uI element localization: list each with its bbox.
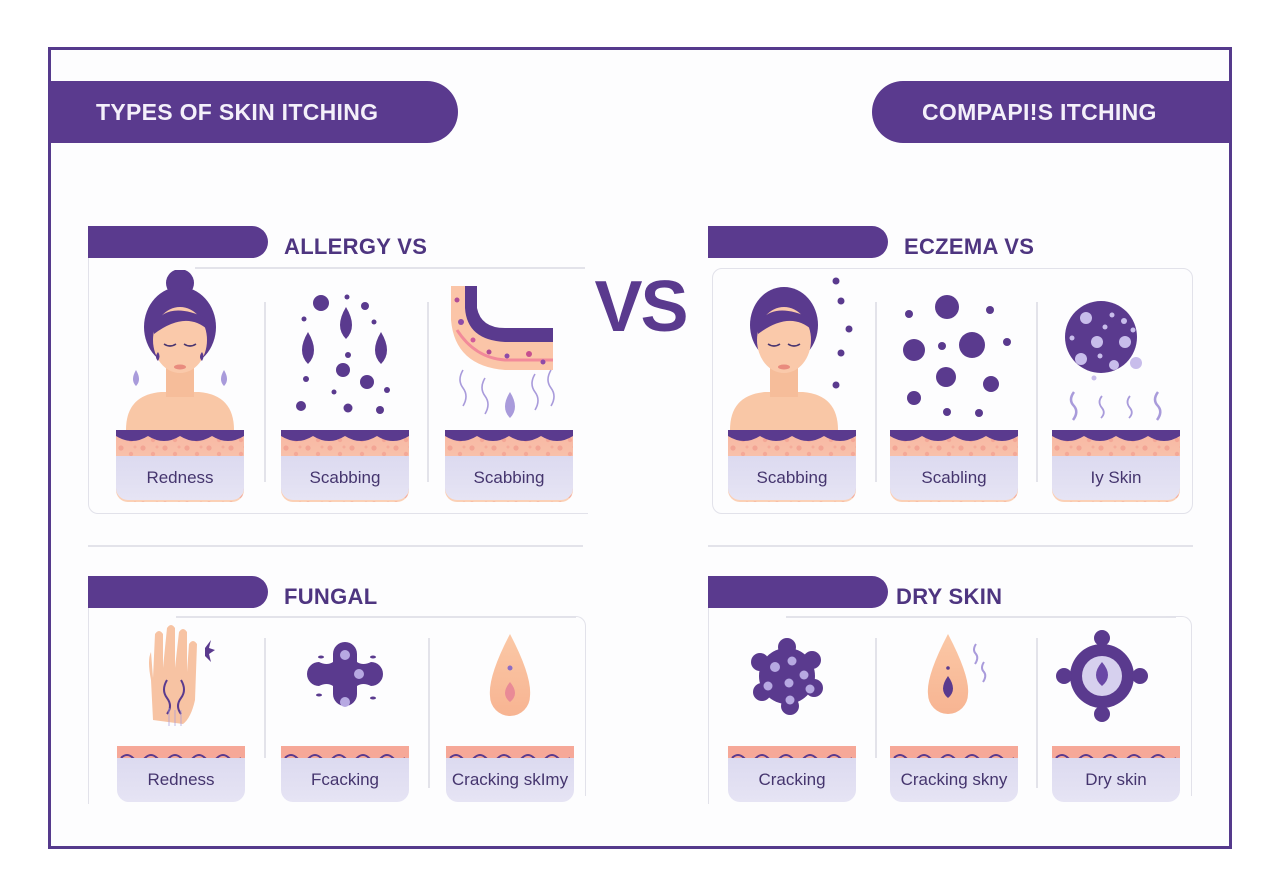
hand-icon [149, 625, 215, 726]
spotted-circle-icon [1065, 301, 1162, 421]
panel-label: Scabbing [445, 456, 573, 500]
gear-blob-icon [751, 638, 823, 715]
vs-label: VS [594, 267, 688, 347]
row-separator-right [708, 545, 1193, 547]
section-top-line [786, 616, 1176, 618]
divider [264, 638, 266, 758]
section-box-dry-skin [708, 608, 718, 804]
divider [264, 302, 266, 482]
panel-label: Redness [117, 758, 245, 802]
divider [427, 302, 429, 482]
section-corner [560, 616, 586, 796]
infographic-frame [48, 47, 1232, 849]
panel-label: Scabbing [728, 456, 856, 500]
divider [875, 638, 877, 758]
target-drop-icon [1056, 630, 1148, 722]
divider [1036, 638, 1038, 788]
divider [875, 302, 877, 482]
panel-label: Fcacking [281, 758, 409, 802]
row-separator-left [88, 545, 583, 547]
section-title-allergy: ALLERGY VS [284, 234, 428, 259]
section-top-line [176, 616, 576, 618]
dots-icon [903, 295, 1011, 417]
section-title-fungal: FUNGAL [284, 584, 378, 609]
section-title-dry-skin: DRY SKIN [896, 584, 1003, 609]
fungus-cross-icon [307, 642, 383, 707]
section-bar-allergy [88, 226, 268, 258]
divider [428, 638, 430, 788]
divider [1036, 302, 1038, 482]
woman-face-icon [126, 270, 234, 430]
section-box-allergy [88, 258, 588, 514]
panel-label: Cracking skny [890, 758, 1018, 802]
section-bar-eczema [708, 226, 888, 258]
skin-layer-curve-icon [451, 286, 555, 418]
panel-label: Cracking skImy [446, 758, 574, 802]
header-right-title: COMPAPI!S ITCHING [922, 98, 1157, 125]
header-left-banner: TYPES OF SKIN ITCHING [49, 81, 458, 143]
section-corner [1166, 616, 1192, 796]
woman-face-icon [730, 277, 853, 430]
panel-label: Iy Skin [1052, 456, 1180, 500]
panel-label: Scabbing [281, 456, 409, 500]
droplets-icon [296, 294, 390, 414]
panel-label: Dry skin [1052, 758, 1180, 802]
header-right-banner: COMPAPI!S ITCHING [872, 81, 1230, 143]
section-bar-dry-skin [708, 576, 888, 608]
panel-label: Scabling [890, 456, 1018, 500]
section-box-fungal [88, 608, 586, 804]
section-title-eczema: ECZEMA VS [904, 234, 1035, 259]
header-left-title: TYPES OF SKIN ITCHING [96, 98, 379, 125]
drop-icon [489, 634, 531, 716]
drop-icon [927, 634, 987, 714]
section-top-line [195, 267, 585, 269]
panel-label: Redness [116, 456, 244, 500]
section-box-eczema [712, 268, 1193, 514]
section-bar-fungal [88, 576, 268, 608]
panel-label: Cracking [728, 758, 856, 802]
